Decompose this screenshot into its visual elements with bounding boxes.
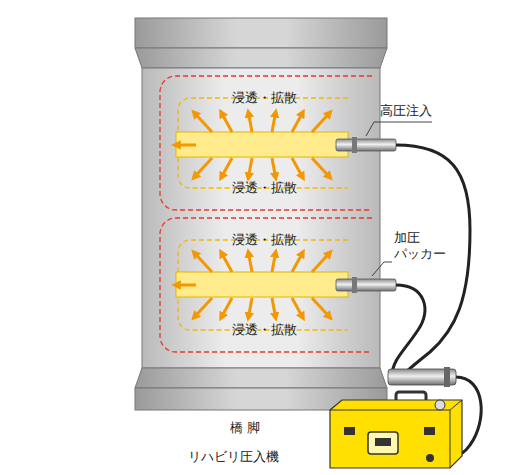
- structure-label: 橋 脚: [230, 420, 260, 436]
- diffusion-arrow: [249, 113, 253, 132]
- packer-ring: [352, 137, 357, 153]
- machine-label: リハビリ圧入機: [188, 449, 279, 465]
- packer-ring: [352, 277, 357, 293]
- diffusion-arrow: [176, 284, 196, 287]
- diffusion-arrow: [249, 158, 253, 177]
- diffusion-arrow: [195, 113, 213, 132]
- diffusion-arrow: [195, 158, 213, 177]
- diffusion-arrow: [292, 113, 303, 132]
- diffusion-arrow: [222, 113, 233, 132]
- diffusion-arrow: [312, 158, 330, 177]
- diffusion-arrow: [312, 113, 330, 132]
- part-label: 高圧注入: [380, 103, 432, 119]
- pier-column: [142, 68, 380, 368]
- diffusion-arrow: [272, 158, 276, 177]
- diffusion-arrow: [176, 144, 196, 147]
- injection-hole: [176, 132, 348, 157]
- hose: [392, 285, 425, 376]
- zone-label: 浸透・拡散: [232, 322, 297, 338]
- pier-base-taper: [135, 368, 387, 388]
- diffusion-arrow: [312, 298, 330, 317]
- zone-label: 浸透・拡散: [232, 180, 297, 196]
- diffusion-arrow: [195, 298, 213, 317]
- pier-cap-taper: [135, 48, 387, 68]
- diffusion-arrow: [222, 158, 233, 177]
- diffusion-arrow: [249, 253, 253, 272]
- part-label: 加圧 パッカー: [394, 230, 454, 263]
- diffusion-arrow: [222, 298, 233, 317]
- zone-label: 浸透・拡散: [232, 90, 297, 106]
- diffusion-arrow: [292, 298, 303, 317]
- diffusion-arrow: [249, 298, 253, 317]
- diffusion-arrow: [272, 298, 276, 317]
- diffusion-arrow: [272, 253, 276, 272]
- pier-cap: [135, 18, 387, 48]
- injection-machine: [330, 392, 462, 468]
- leader-line: [372, 262, 392, 276]
- zone-label: 浸透・拡散: [232, 232, 297, 248]
- diffusion-arrows: [176, 113, 330, 317]
- diffusion-arrow: [272, 113, 276, 132]
- diffusion-arrow: [292, 158, 303, 177]
- injection-hole: [176, 272, 348, 297]
- coupler-ring: [444, 367, 450, 387]
- diffusion-arrow: [195, 253, 213, 272]
- pressure-packer: [336, 139, 396, 151]
- diffusion-arrow: [292, 253, 303, 272]
- diffusion-arrow: [312, 253, 330, 272]
- diffusion-arrow: [222, 253, 233, 272]
- pressure-packer: [336, 279, 396, 291]
- leader-line: [366, 122, 432, 136]
